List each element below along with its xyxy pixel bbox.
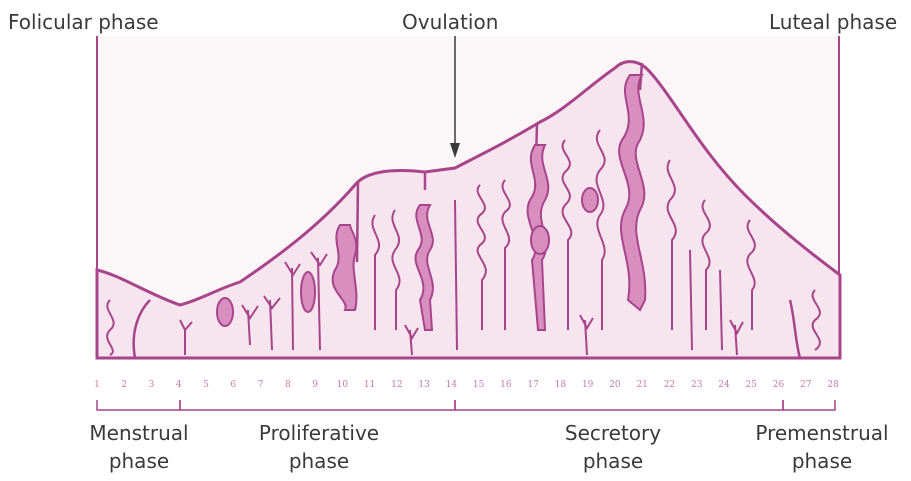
day-label: 18 [555,380,567,390]
day-label: 2 [121,380,127,390]
premenstrual-line1: Premenstrual [755,421,889,445]
secretory-phase-label: Secretory phase [548,421,678,473]
day-label: 10 [337,380,349,390]
menstrual-phase-label: Menstrual phase [74,421,204,473]
day-label: 24 [718,380,730,390]
day-label: 13 [418,380,430,390]
ovulation-label: Ovulation [402,10,499,34]
day-label: 23 [691,380,703,390]
day-label: 4 [176,380,182,390]
day-label: 14 [446,380,458,390]
day-label: 26 [773,380,785,390]
coiled-glands [106,129,821,356]
day-label: 7 [258,380,264,390]
day-label: 3 [149,380,155,390]
day-label: 27 [800,380,812,390]
ovulation-arrow [450,36,460,158]
proliferative-bracket [179,400,456,411]
day-label: 20 [609,380,621,390]
proliferative-line1: Proliferative [258,421,380,445]
day-label: 8 [285,380,291,390]
proliferative-phase-label: Proliferative phase [244,421,394,473]
phase-brackets [96,400,836,411]
branching-glands [179,199,744,356]
day-label: 5 [203,380,209,390]
day-label: 6 [230,380,236,390]
endometrium-tissue [95,60,842,360]
premenstrual-bracket [782,400,836,411]
day-label: 15 [473,380,485,390]
day-label: 28 [827,380,839,390]
luteal-phase-label: Luteal phase [769,10,898,34]
secretory-bracket [454,400,784,411]
menstrual-line1: Menstrual [89,421,189,445]
day-label: 22 [664,380,675,390]
day-label: 19 [582,380,594,390]
menstrual-bracket [96,400,181,411]
glands [216,74,647,331]
day-label: 16 [500,380,512,390]
proliferative-line2: phase [288,449,350,473]
premenstrual-line2: phase [791,449,853,473]
premenstrual-phase-label: Premenstrual phase [740,421,904,473]
day-label: 12 [391,380,402,390]
day-label: 25 [745,380,757,390]
menstrual-line2: phase [108,449,170,473]
day-label: 9 [312,380,318,390]
day-label: 17 [527,380,539,390]
follicular-phase-label: Folicular phase [8,10,159,34]
secretory-line1: Secretory [564,421,662,445]
secretory-line2: phase [582,449,644,473]
day-label: 1 [94,380,100,390]
day-label: 11 [364,380,375,390]
day-label: 21 [636,380,647,390]
